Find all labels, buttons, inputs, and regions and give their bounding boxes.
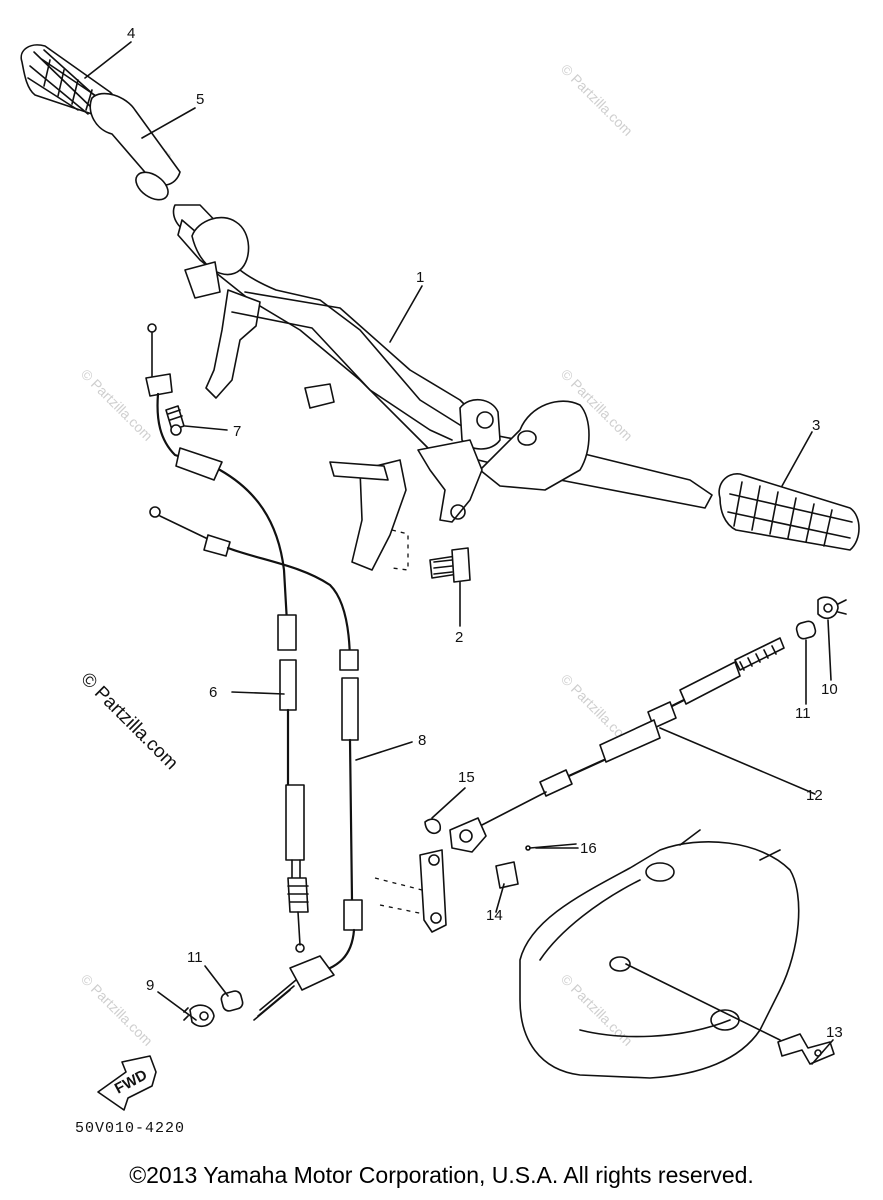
callout-11: 11 [187,949,203,966]
callout-16: 16 [580,840,597,857]
cable-boot-11-left [220,990,244,1012]
diagram-code: 50V010-4220 [75,1120,185,1137]
callout-2: 2 [455,629,463,646]
callout-3: 3 [812,417,820,434]
watermark-strong: © Partzilla.com [76,669,181,774]
engine-housing [519,829,800,1079]
callout-8: 8 [418,732,426,749]
cable-holder-10 [817,596,847,620]
callout-7: 7 [233,423,241,440]
callout-14: 14 [486,907,503,924]
callout-5: 5 [196,91,204,108]
callout-13: 13 [826,1024,843,1041]
brake-cable [479,637,785,827]
throttle-cable [145,323,309,953]
brake-lever-assembly [374,817,577,933]
callout-15: 15 [458,769,475,786]
callout-11: 11 [795,705,811,722]
callout-12: 12 [806,787,823,804]
callout-10: 10 [821,681,838,698]
callout-4: 4 [127,25,135,42]
callout-6: 6 [209,684,217,701]
forward-arrow-icon: FWD [97,1055,157,1111]
callout-9: 9 [146,977,154,994]
copyright-notice: ©2013 Yamaha Motor Corporation, U.S.A. A… [129,1162,754,1188]
cable-holder-9 [183,1004,215,1028]
watermark: © Partzilla.com [558,971,636,1049]
watermark: © Partzilla.com [78,366,156,444]
callout-1: 1 [416,269,424,286]
watermark: © Partzilla.com [78,971,156,1049]
cable-boot-11-right [795,620,817,640]
screw [165,405,185,436]
callout-numbers: 1 2 3 4 5 6 7 8 9 10 11 11 12 13 14 15 1… [127,25,843,1041]
right-grip [718,473,860,551]
handlebar [177,216,713,571]
bolt [429,547,471,583]
watermark: © Partzilla.com [558,61,636,139]
start-cable [149,506,363,1021]
leader-lines [84,41,834,1065]
